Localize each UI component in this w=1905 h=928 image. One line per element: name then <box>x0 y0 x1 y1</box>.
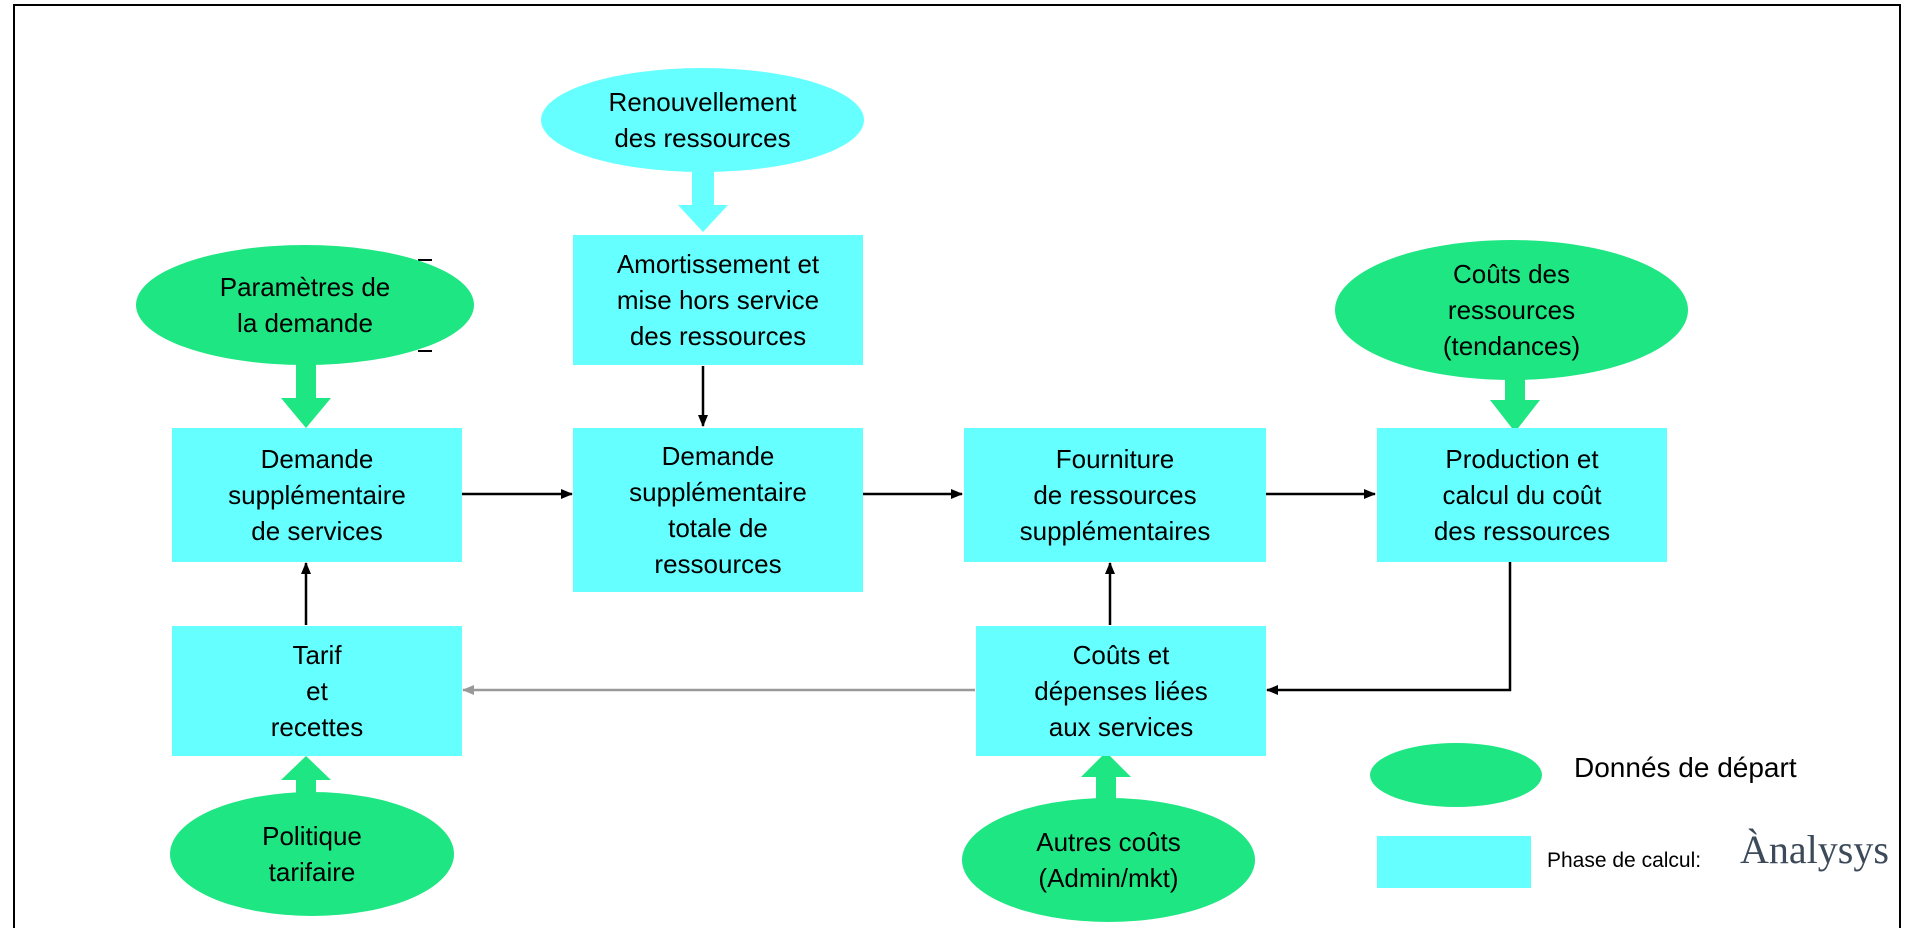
analysys-logo: Ànalysys <box>1740 827 1889 872</box>
block-arrow-parametres <box>281 360 331 428</box>
node-tarif: Tarif et recettes <box>172 626 462 756</box>
legend-input-label: Donnés de départ <box>1574 752 1797 783</box>
node-demande-services: Demande supplémentaire de services <box>172 428 462 562</box>
block-arrow-couts-ressources <box>1490 372 1540 432</box>
legend-phase-swatch <box>1377 836 1531 888</box>
legend-input-swatch <box>1370 743 1542 807</box>
node-fourniture: Fourniture de ressources supplémentaires <box>964 428 1266 562</box>
arrow-production-to-couts-depenses <box>1266 562 1512 695</box>
node-politique: Politique tarifaire <box>170 792 454 916</box>
block-arrow-autres-couts <box>1081 752 1131 800</box>
node-renouvellement: Renouvellement des ressources <box>541 68 864 172</box>
block-arrow-politique <box>281 756 331 795</box>
block-arrow-renouvellement <box>678 170 728 232</box>
node-demande-totale: Demande supplémentaire totale de ressour… <box>573 428 863 592</box>
node-couts-depenses: Coûts et dépenses liées aux services <box>976 626 1266 756</box>
node-amortissement: Amortissement et mise hors service des r… <box>573 235 863 365</box>
node-production: Production et calcul du coût des ressour… <box>1377 428 1667 562</box>
diagram-frame <box>13 4 1901 928</box>
node-couts-ressources: Coûts des ressources (tendances) <box>1335 240 1688 380</box>
node-autres-couts: Autres coûts (Admin/mkt) <box>962 798 1255 922</box>
node-parametres: Paramètres de la demande <box>136 245 474 365</box>
legend-phase-label: Phase de calcul: <box>1547 849 1702 872</box>
